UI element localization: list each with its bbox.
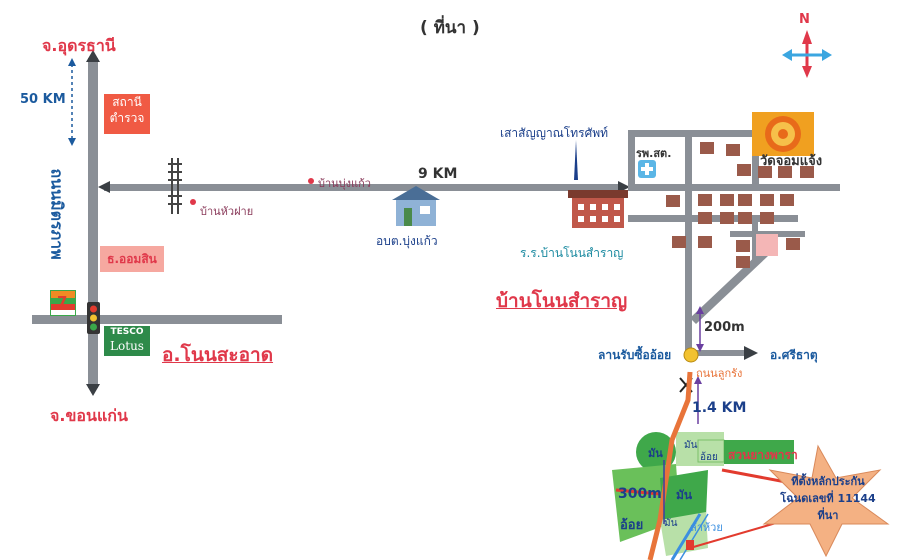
railway-crossing-icon: [168, 158, 182, 214]
stream-line: [670, 513, 702, 560]
phone-tower-icon: [574, 140, 578, 180]
label-mittraphap-road: ถนนมิตรภาพ: [47, 168, 67, 260]
road-horizontal-left: [32, 315, 282, 324]
temple-icon: [752, 112, 814, 156]
label-field-cassava-3: มัน: [676, 488, 693, 502]
label-school: ร.ร.บ้านโนนสำราญ: [520, 246, 624, 260]
si-that-arrow-icon: [744, 346, 758, 360]
plot-line-1: ที่ตั้งหลักประกัน: [791, 475, 865, 488]
label-luk-rang-road: ถนนลูกรัง: [696, 367, 743, 380]
label-village-main: บ้านโนนสำราญ: [496, 290, 628, 312]
tesco-lotus-logo: TESCO Lotus: [104, 326, 150, 356]
label-stream: ลำห้วย: [690, 521, 723, 534]
village-houses: [666, 142, 814, 268]
label-field-cassava-1: มัน: [648, 447, 663, 460]
label-district-main: อ.โนนสะอาด: [162, 344, 274, 366]
highway-vertical: [88, 58, 98, 388]
map-title: ( ที่นา ): [420, 18, 480, 38]
tesco-label: TESCO: [110, 327, 144, 337]
village-dot-bung-kaeo: [308, 178, 314, 184]
label-field-sugarcane-2: อ้อย: [620, 518, 644, 533]
compass: N: [780, 12, 834, 82]
plot-star-icon: [762, 444, 890, 558]
traffic-light-icon: [87, 302, 100, 334]
road-west-arrow-icon: [98, 181, 110, 193]
label-50km: 50 KM: [20, 92, 66, 107]
health-center-icon: [638, 160, 656, 178]
label-phone-tower: เสาสัญญาณโทรศัพท์: [500, 126, 609, 140]
label-khon-kaen: จ.ขอนแก่น: [50, 406, 128, 425]
lotus-label: Lotus: [110, 339, 144, 353]
label-hua-fai-village: บ้านหัวฝาย: [200, 205, 254, 218]
label-udon-thani: จ.อุดรธานี: [42, 36, 116, 55]
label-field-cassava-2: มัน: [684, 440, 698, 451]
road-main-horizontal: [104, 184, 624, 191]
seven-eleven-logo: 7: [50, 290, 76, 316]
sao-building-icon: [392, 186, 440, 226]
label-9km: 9 KM: [418, 166, 458, 182]
highway-north-arrow-icon: [86, 50, 100, 62]
pink-building: [756, 234, 778, 256]
village-dot-hua-fai: [190, 199, 196, 205]
plot-line-3: ที่นา: [817, 509, 839, 522]
label-temple: วัดจอมแจ้ง: [760, 154, 823, 169]
highway-south-arrow-icon: [86, 384, 100, 396]
school-icon: [568, 190, 628, 228]
dirt-road: [647, 371, 693, 560]
label-si-that: อ.ศรีธาตุ: [770, 348, 818, 362]
label-300m: 300m: [618, 486, 662, 502]
label-field-cassava-4: มัน: [664, 518, 678, 529]
label-field-sugarcane-1: อ้อย: [700, 452, 718, 463]
label-health-center: รพ.สต.: [636, 147, 672, 160]
bank-badge: ธ.ออมสิน: [100, 246, 164, 272]
label-bung-kaeo-village: บ้านบุ่งแก้ว: [318, 177, 371, 190]
label-1-4km: 1.4 KM: [692, 400, 747, 416]
label-200m: 200m: [704, 320, 745, 335]
label-cassava-yard: ลานรับซื้ออ้อย: [598, 348, 672, 362]
plot-info: ที่ตั้งหลักประกัน โฉนดเลขที่ 11144 ที่นา: [768, 474, 888, 524]
label-sao: อบต.บุ่งแก้ว: [376, 234, 438, 248]
cassava-yard-icon: [683, 347, 699, 363]
label-rubber-garden: สวนยางพารา: [728, 448, 798, 462]
compass-icon: [782, 30, 832, 78]
compass-north-label: N: [799, 12, 810, 27]
police-station-badge: สถานี ตำรวจ: [104, 94, 150, 134]
plot-line-2: โฉนดเลขที่ 11144: [780, 492, 876, 505]
